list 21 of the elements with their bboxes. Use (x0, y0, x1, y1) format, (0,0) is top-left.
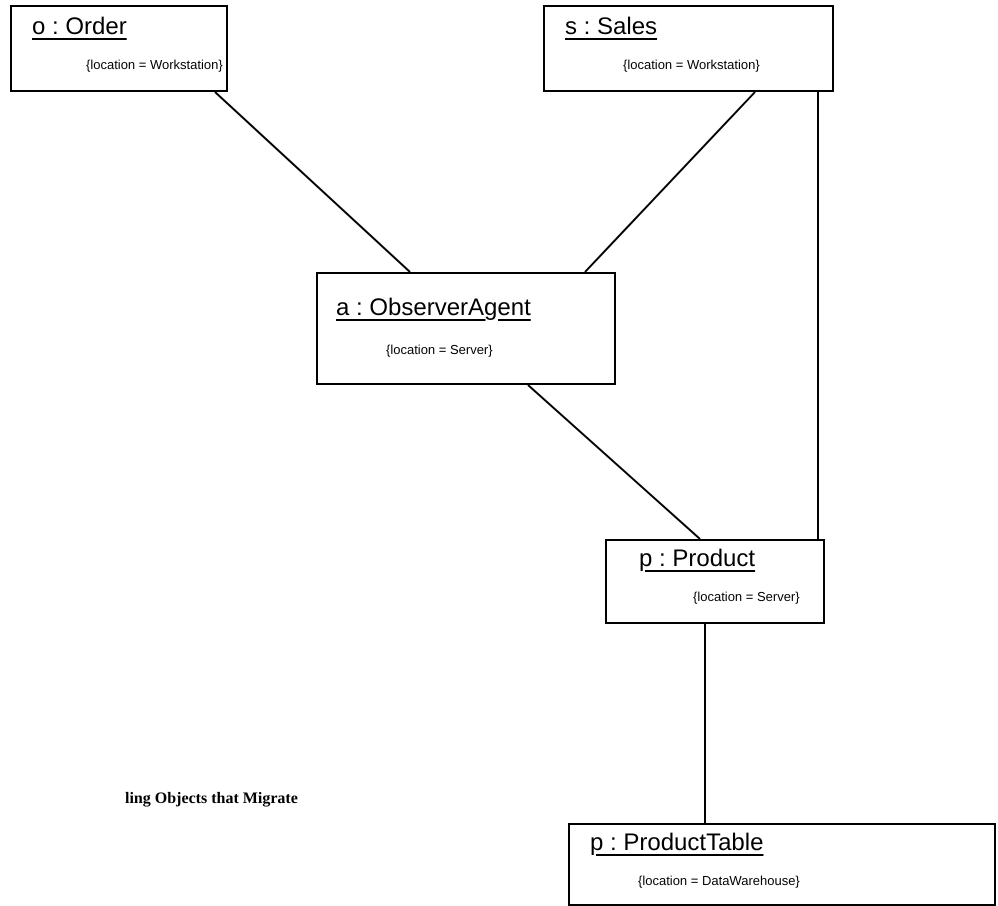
object-box (605, 539, 825, 624)
object-name: p : Product (639, 545, 756, 573)
location-tag: {location = Server} (386, 342, 493, 357)
location-tag: {location = DataWarehouse} (638, 873, 800, 888)
connector-line (704, 624, 706, 823)
figure-caption: ling Objects that Migrate (125, 790, 298, 808)
object-name: s : Sales (565, 13, 658, 41)
object-name: p : ProductTable (590, 829, 764, 857)
location-tag: {location = Workstation} (623, 57, 760, 72)
object-box (543, 5, 834, 92)
object-box (316, 272, 616, 385)
object-name: a : ObserverAgent (336, 294, 531, 322)
connector-line (817, 92, 819, 539)
connector-line (214, 91, 411, 273)
connector-line (527, 384, 701, 540)
location-tag: {location = Workstation} (86, 57, 223, 72)
location-tag: {location = Server} (693, 589, 800, 604)
object-box (568, 823, 996, 906)
object-name: o : Order (32, 13, 127, 41)
object-box (10, 5, 228, 92)
connector-line (584, 91, 756, 273)
